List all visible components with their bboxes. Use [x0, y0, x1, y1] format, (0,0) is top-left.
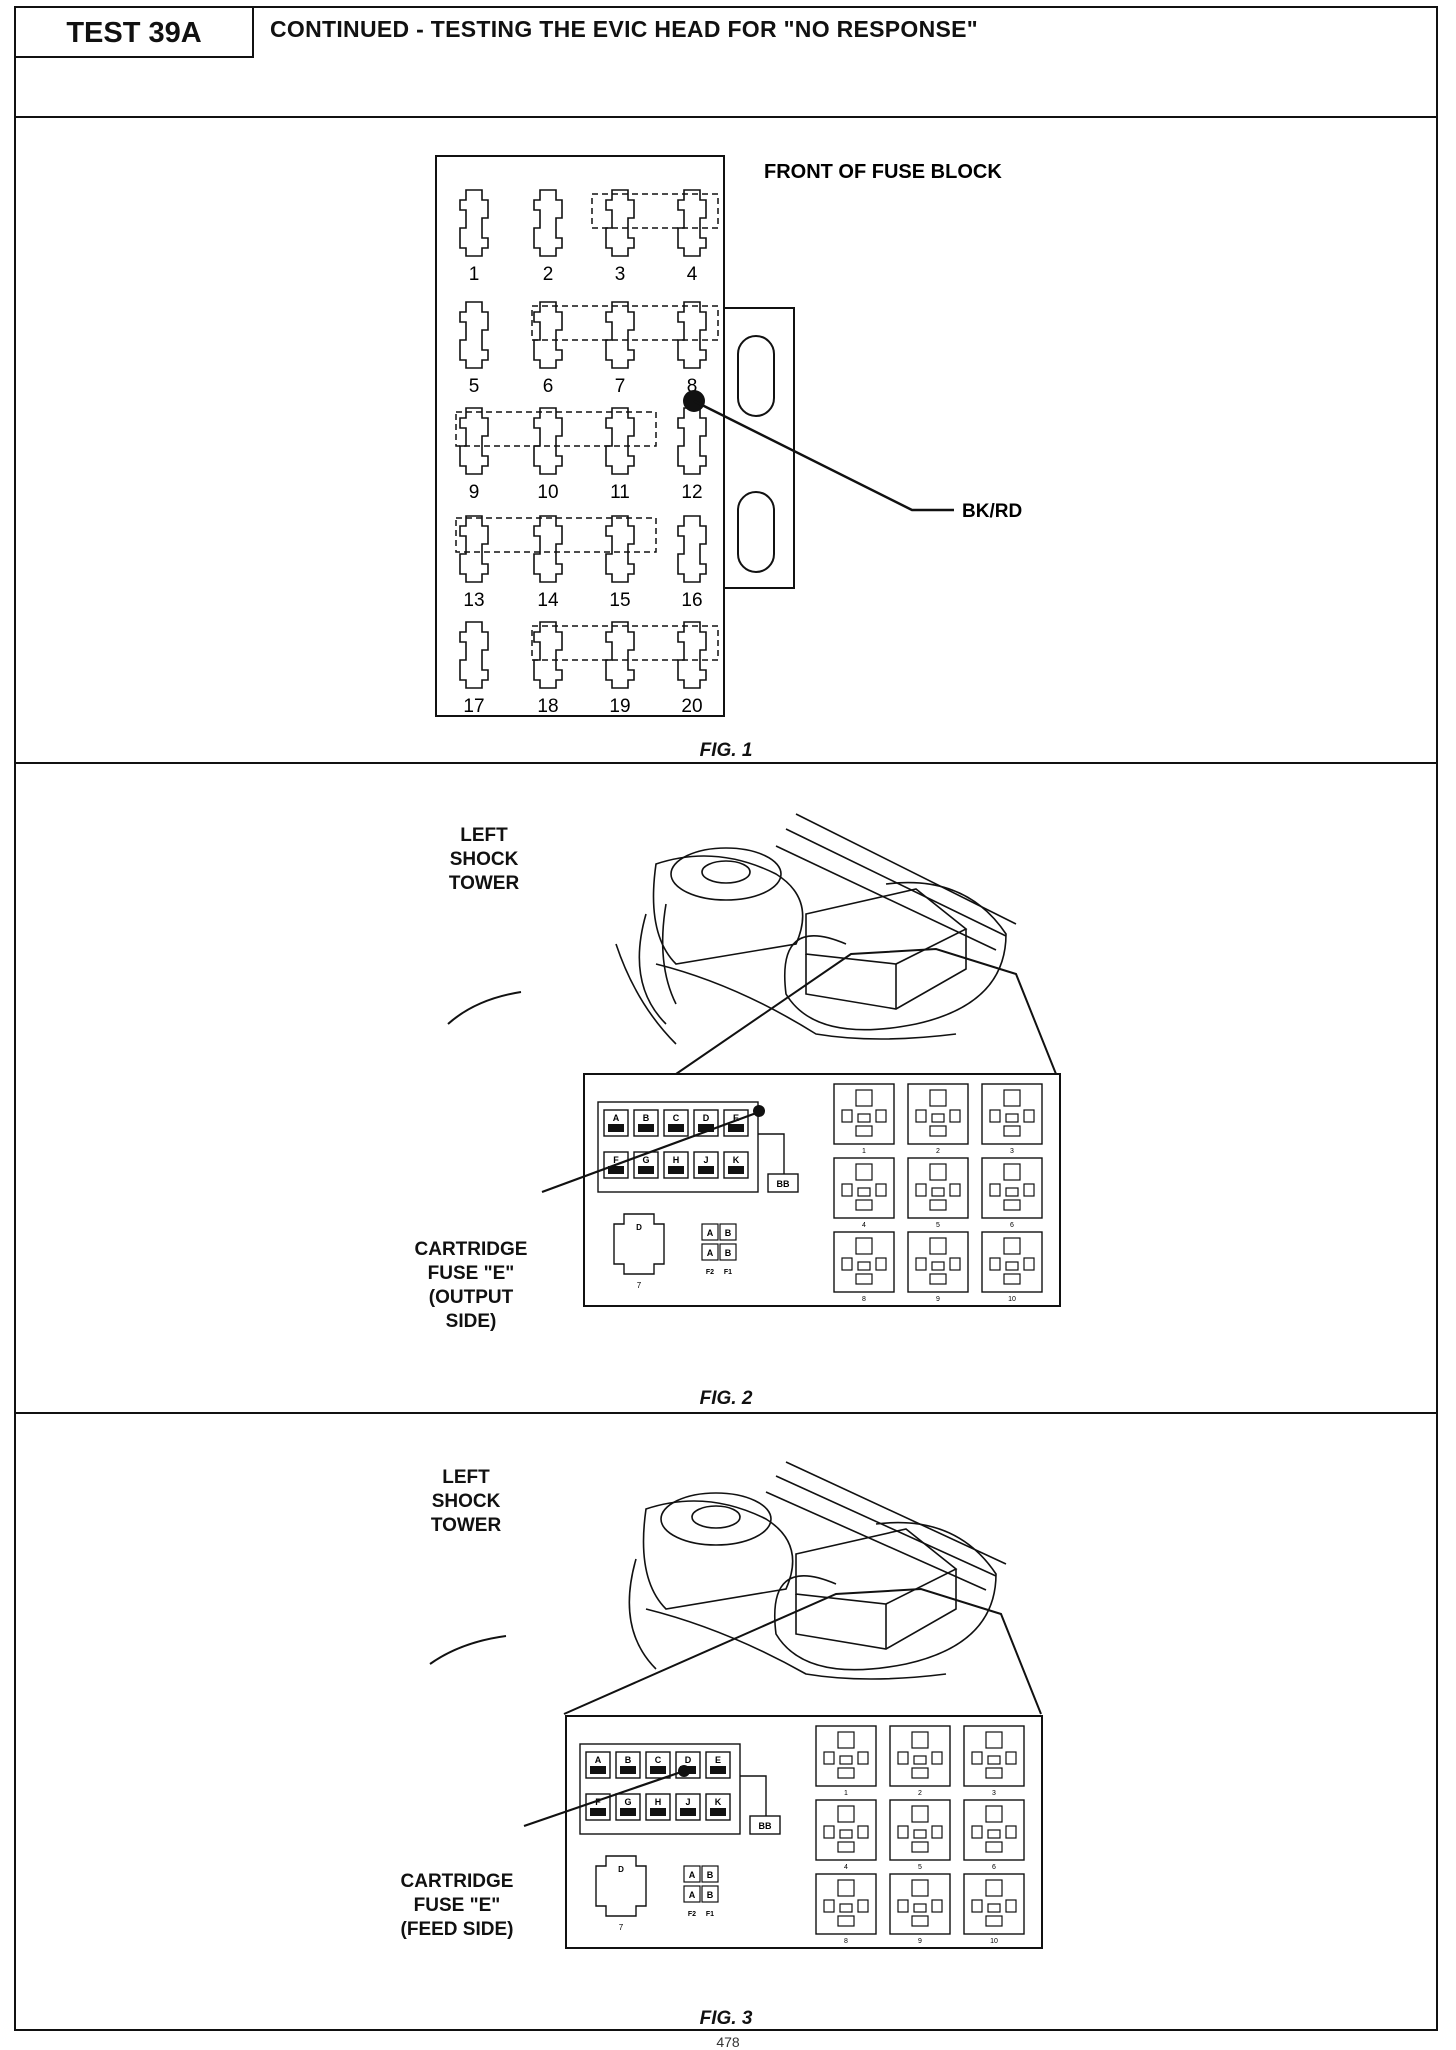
fuse-number: 16 [681, 590, 702, 611]
fig2-cartridge-leader [541, 1110, 760, 1194]
fuse-slot-11: 11 [605, 407, 635, 503]
fuse-number: 9 [469, 482, 480, 503]
mount-slot-lower [737, 491, 775, 573]
fig1-caption: FIG. 1 [699, 740, 753, 761]
bus-links [455, 193, 719, 661]
fuse-slot-10: 10 [533, 407, 563, 503]
tower-leader [447, 991, 522, 1025]
fuse-slot-9: 9 [459, 407, 489, 503]
fuse-slot-4: 4 [677, 189, 707, 285]
fig2-caption: FIG. 2 [699, 1388, 753, 1409]
fig3-pdc [565, 1715, 1043, 1949]
fuse-number: 13 [463, 590, 484, 611]
fuse-number: 2 [543, 264, 554, 285]
fuse-slot-1: 1 [459, 189, 489, 285]
fuse-number: 11 [610, 482, 630, 503]
fuse-slot-3: 3 [605, 189, 635, 285]
fig3-caption: FIG. 3 [699, 2008, 753, 2029]
page-number: 478 [716, 2034, 740, 2050]
fig2-pdc [583, 1073, 1061, 1307]
header-row: TEST 39A CONTINUED - TESTING THE EVIC HE… [16, 8, 1436, 118]
fuse-block-outline [435, 155, 725, 717]
fuse-number: 20 [681, 696, 702, 717]
fuse-number: 18 [537, 696, 558, 717]
fuse-slot-17: 17 [459, 621, 489, 717]
fuse-number: 17 [463, 696, 484, 717]
test-id-box: TEST 39A [16, 8, 254, 58]
fuse-number: 7 [615, 376, 626, 397]
fuse-number: 15 [609, 590, 630, 611]
fuse-number: 19 [609, 696, 630, 717]
fuse-number: 1 [469, 264, 480, 285]
fuse-number: 14 [537, 590, 559, 611]
fuse-slot-8: 8 [677, 301, 707, 397]
fuse-block-label: FRONT OF FUSE BLOCK [764, 161, 1002, 183]
fuse-slot-18: 18 [533, 621, 563, 717]
fuse-slot-15: 15 [605, 515, 635, 611]
fuse-slot-6: 6 [533, 301, 563, 397]
bk-rd-label: BK/RD [962, 501, 1022, 522]
fig3-cartridge-leader [523, 1769, 685, 1828]
fuse-slot-20: 20 [677, 621, 707, 717]
fuse-number: 6 [543, 376, 554, 397]
mount-slot-upper [737, 335, 775, 417]
fuse-slot-14: 14 [533, 515, 563, 611]
fuse-number: 5 [469, 376, 480, 397]
fuse-number: 12 [681, 482, 702, 503]
fuse-number: 8 [687, 376, 698, 397]
test-title: CONTINUED - TESTING THE EVIC HEAD FOR "N… [270, 16, 978, 42]
fig2-engine-illustration [447, 813, 1061, 1307]
fig3-test-point [678, 1765, 690, 1777]
fuse-slot-12: 12 [677, 407, 707, 503]
fuse-slot-13: 13 [459, 515, 489, 611]
fuse-number: 4 [687, 264, 698, 285]
bk-rd-leader [693, 399, 954, 512]
fuse-slot-19: 19 [605, 621, 635, 717]
fuse-slot-2: 2 [533, 189, 563, 285]
fuse-slot-16: 16 [677, 515, 707, 611]
fuse-slot-7: 7 [605, 301, 635, 397]
fuse-number: 10 [537, 482, 558, 503]
fuse-slot-5: 5 [459, 301, 489, 397]
zoom-callout-lines [563, 1587, 1042, 1715]
fuse-number: 3 [615, 264, 626, 285]
fig2-test-point [753, 1105, 765, 1117]
tower-leader [429, 1635, 507, 1665]
fuse-block-bracket [724, 307, 795, 589]
page-frame: TEST 39A CONTINUED - TESTING THE EVIC HE… [14, 6, 1438, 2031]
zoom-callout-lines [675, 947, 1057, 1075]
fig3-engine-illustration [429, 1461, 1043, 1949]
